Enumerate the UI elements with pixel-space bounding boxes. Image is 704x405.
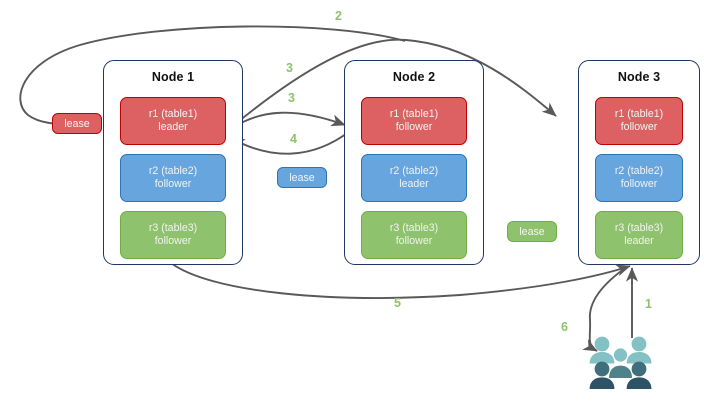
replica-name: r1 (table1) bbox=[389, 107, 439, 120]
lease-badge-blue[interactable]: lease bbox=[277, 167, 327, 188]
node-card-3[interactable]: Node 3 r1 (table1) follower r2 (table2) … bbox=[578, 60, 700, 265]
replica-name: r2 (table2) bbox=[614, 164, 664, 177]
replica-r2[interactable]: r2 (table2) follower bbox=[595, 154, 683, 202]
replica-r3[interactable]: r3 (table3) follower bbox=[120, 211, 226, 259]
replica-name: r1 (table1) bbox=[148, 107, 198, 120]
step-label-1: 1 bbox=[645, 297, 652, 311]
arrow-step-4 bbox=[230, 130, 351, 155]
replica-role: follower bbox=[395, 121, 433, 133]
users-group-icon bbox=[589, 336, 652, 389]
step-label-4: 4 bbox=[290, 132, 297, 146]
replica-role: follower bbox=[620, 178, 658, 190]
node-title: Node 2 bbox=[392, 70, 436, 84]
node-title: Node 1 bbox=[151, 70, 195, 84]
arrow-step-3-to-node2 bbox=[224, 111, 346, 134]
lease-badge-red[interactable]: lease bbox=[52, 113, 102, 134]
node-card-2[interactable]: Node 2 r1 (table1) follower r2 (table2) … bbox=[344, 60, 484, 265]
step-label-6: 6 bbox=[561, 320, 568, 334]
replica-r2[interactable]: r2 (table2) leader bbox=[361, 154, 467, 202]
step-label-3-upper: 3 bbox=[286, 61, 293, 75]
replica-name: r3 (table3) bbox=[389, 221, 439, 234]
arrow-step-5 bbox=[170, 262, 631, 299]
replica-r1[interactable]: r1 (table1) leader bbox=[120, 97, 226, 145]
arrow-step-3-to-node3 bbox=[226, 38, 557, 132]
replica-name: r2 (table2) bbox=[389, 164, 439, 177]
arrow-step-2 bbox=[19, 25, 406, 131]
replica-r1[interactable]: r1 (table1) follower bbox=[595, 97, 683, 145]
node-title: Node 3 bbox=[617, 70, 661, 84]
replica-r1[interactable]: r1 (table1) follower bbox=[361, 97, 467, 145]
replica-role: follower bbox=[395, 235, 433, 247]
replica-name: r3 (table3) bbox=[148, 221, 198, 234]
replica-role: leader bbox=[399, 178, 429, 190]
node-card-1[interactable]: Node 1 r1 (table1) leader r2 (table2) fo… bbox=[103, 60, 243, 265]
replica-r3[interactable]: r3 (table3) leader bbox=[595, 211, 683, 259]
replica-role: follower bbox=[154, 178, 192, 190]
replica-name: r2 (table2) bbox=[148, 164, 198, 177]
replica-role: follower bbox=[154, 235, 192, 247]
replica-role: follower bbox=[620, 121, 658, 133]
step-label-5: 5 bbox=[394, 296, 401, 310]
step-label-2: 2 bbox=[335, 9, 342, 23]
replica-r3[interactable]: r3 (table3) follower bbox=[361, 211, 467, 259]
lease-badge-green[interactable]: lease bbox=[507, 221, 557, 242]
replica-role: leader bbox=[624, 235, 654, 247]
replica-r2[interactable]: r2 (table2) follower bbox=[120, 154, 226, 202]
replica-role: leader bbox=[158, 121, 188, 133]
arrow-step-6 bbox=[582, 265, 629, 352]
replica-name: r1 (table1) bbox=[614, 107, 664, 120]
step-label-3-lower: 3 bbox=[288, 91, 295, 105]
replica-name: r3 (table3) bbox=[614, 221, 664, 234]
